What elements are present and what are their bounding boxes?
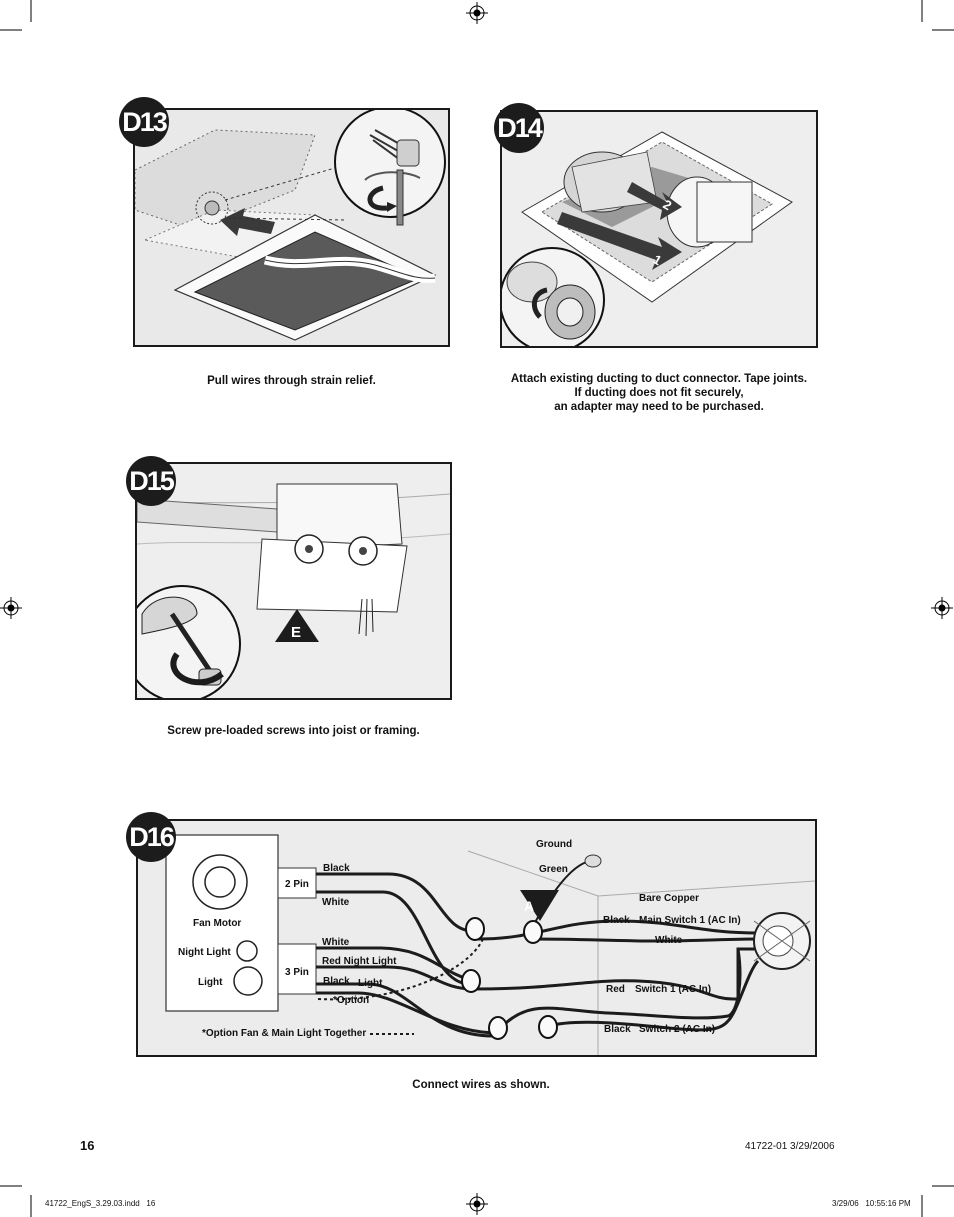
step-caption: Screw pre-loaded screws into joist or fr… bbox=[167, 725, 420, 737]
wire-label-black: Black bbox=[323, 863, 350, 874]
option-note: *Option Fan & Main Light Together bbox=[202, 1028, 367, 1039]
wire-label-light: Light bbox=[358, 978, 383, 989]
step-badge: D16 bbox=[126, 812, 176, 862]
green-label: Green bbox=[539, 864, 568, 875]
pin2-label: 2 Pin bbox=[285, 879, 309, 890]
marker-e: E bbox=[291, 624, 301, 641]
duct-connector-illustration: 1 2 bbox=[502, 112, 816, 346]
pin3-label: 3 Pin bbox=[285, 967, 309, 978]
step-caption: Attach existing ducting to duct connecto… bbox=[480, 372, 838, 414]
bare-copper-label: Bare Copper bbox=[639, 893, 700, 904]
caption-line: Attach existing ducting to duct connecto… bbox=[510, 373, 808, 385]
doc-id: 41722-01 3/29/2006 bbox=[745, 1141, 835, 1152]
step-d15-illustration: E bbox=[135, 462, 452, 700]
switch2-label: Switch 2 (AC In) bbox=[639, 1024, 716, 1035]
night-light-label: Night Light bbox=[178, 947, 231, 958]
marker-a: A bbox=[524, 898, 535, 914]
strain-relief-illustration bbox=[135, 110, 448, 345]
main-switch-label: Main Switch 1 (AC In) bbox=[639, 915, 741, 926]
switch1-label: Switch 1 (AC In) bbox=[635, 984, 712, 995]
fan-motor-label: Fan Motor bbox=[193, 918, 242, 929]
step-caption: Connect wires as shown. bbox=[412, 1079, 550, 1091]
step-d14-illustration: 1 2 bbox=[500, 110, 818, 348]
step-badge: D14 bbox=[494, 103, 544, 153]
step-badge: D15 bbox=[126, 456, 176, 506]
registration-mark-icon bbox=[0, 597, 22, 619]
black-main-label: Black bbox=[603, 915, 630, 926]
wire-label-white: White bbox=[322, 897, 350, 908]
wiring-diagram bbox=[165, 834, 815, 1055]
step-caption: Pull wires through strain relief. bbox=[207, 375, 376, 387]
wire-label-black: Black bbox=[323, 976, 350, 987]
step-badge: D13 bbox=[119, 97, 169, 147]
white-house-label: White bbox=[655, 935, 683, 946]
red-switch-label: Red bbox=[606, 984, 625, 995]
file-slug: 41722_EngS_3.29.03.indd 16 bbox=[45, 1199, 156, 1208]
caption-line: If ducting does not fit securely, bbox=[574, 387, 744, 399]
page-number: 16 bbox=[80, 1138, 95, 1153]
wire-label-red-night-light: Red Night Light bbox=[322, 956, 397, 967]
screw-framing-illustration: E bbox=[137, 464, 450, 698]
timestamp: 3/29/06 10:55:16 PM bbox=[832, 1199, 911, 1208]
ground-label: Ground bbox=[536, 839, 573, 850]
registration-mark-icon bbox=[931, 597, 953, 619]
step-d16-wiring-diagram: A Fan Motor Night Light Light 2 Pin 3 Pi… bbox=[136, 819, 817, 1057]
light-label: Light bbox=[198, 977, 223, 988]
caption-line: an adapter may need to be purchased. bbox=[554, 401, 764, 413]
option-mark: *Option bbox=[333, 995, 370, 1006]
registration-mark-icon bbox=[466, 2, 488, 24]
wire-label-white: White bbox=[322, 937, 350, 948]
registration-mark-icon bbox=[466, 1193, 488, 1215]
black-switch2-label: Black bbox=[604, 1024, 631, 1035]
step-d13-illustration bbox=[133, 108, 450, 347]
